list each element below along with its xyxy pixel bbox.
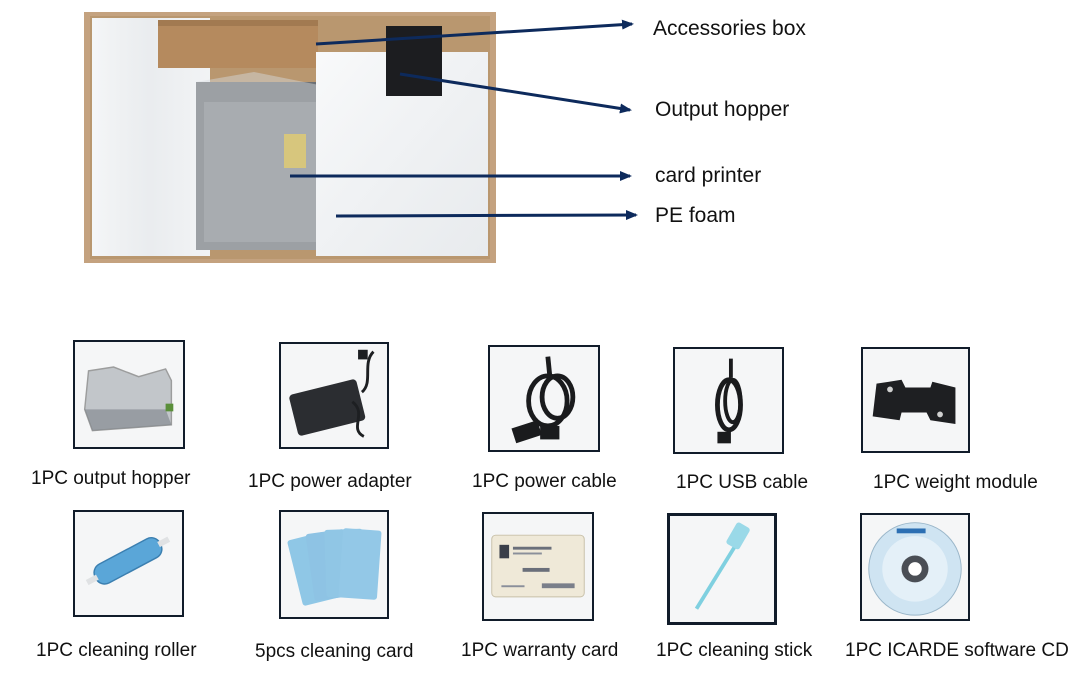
cleaning-stick-image	[667, 513, 777, 625]
warranty-card-image	[482, 512, 594, 621]
callout-accessories-box: Accessories box	[653, 17, 806, 40]
caption-cleaning-roller: 1PC cleaning roller	[36, 640, 197, 661]
weight-module-image	[861, 347, 970, 453]
cleaning-card-image	[279, 510, 389, 619]
caption-weight-module: 1PC weight module	[873, 472, 1038, 493]
cleaning-roller-icon	[85, 536, 171, 586]
packaging-photo	[84, 12, 496, 263]
usb-cable-image	[673, 347, 784, 454]
callout-output-hopper: Output hopper	[655, 98, 790, 121]
cleaning-stick-icon	[694, 522, 750, 610]
cleaning-roller-image	[73, 510, 184, 617]
caption-output-hopper: 1PC output hopper	[31, 468, 191, 489]
caption-power-adapter: 1PC power adapter	[248, 471, 412, 492]
power-adapter-icon	[289, 349, 375, 438]
caption-cleaning-stick: 1PC cleaning stick	[656, 640, 813, 661]
power-adapter-image	[279, 342, 389, 449]
power-cable-icon	[511, 356, 576, 444]
callout-pe-foam: PE foam	[655, 204, 736, 227]
warranty-card-icon	[491, 534, 585, 598]
caption-software-cd: 1PC ICARDE software CD	[845, 640, 1069, 661]
software-cd-icon	[868, 522, 962, 616]
usb-cable-icon	[715, 358, 743, 444]
caption-cleaning-card: 5pcs cleaning card	[255, 641, 414, 662]
caption-usb-cable: 1PC USB cable	[676, 472, 809, 493]
caption-power-cable: 1PC power cable	[472, 471, 617, 492]
output-hopper-icon	[83, 366, 174, 432]
cleaning-card-icon	[287, 528, 382, 606]
callout-card-printer: card printer	[655, 164, 762, 187]
power-cable-image	[488, 345, 600, 452]
output-hopper-image	[73, 340, 185, 449]
software-cd-image	[860, 513, 970, 621]
weight-module-icon	[872, 379, 956, 425]
caption-warranty-card: 1PC warranty card	[461, 640, 619, 661]
